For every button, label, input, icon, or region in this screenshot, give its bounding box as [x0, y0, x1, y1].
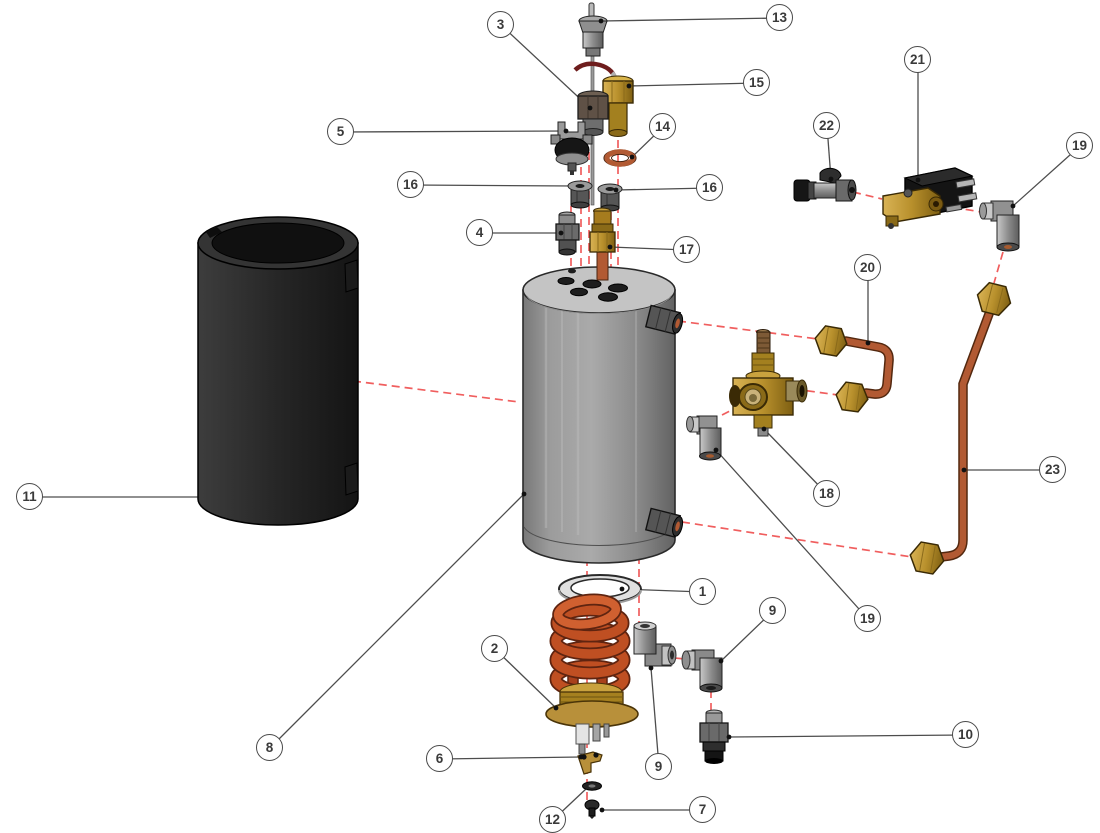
callout-16-left[interactable]: 16 — [397, 171, 424, 198]
callout-19-upper[interactable]: 19 — [1066, 132, 1093, 159]
flare-nut-bottom — [909, 541, 945, 575]
compression-fitting-right — [597, 183, 623, 212]
boiler-port-lower — [644, 507, 684, 538]
callout-11[interactable]: 11 — [16, 483, 43, 510]
callout-12[interactable]: 12 — [539, 806, 566, 833]
small-washer — [582, 781, 602, 791]
callout-10[interactable]: 10 — [952, 721, 979, 748]
callout-21[interactable]: 21 — [904, 46, 931, 73]
callout-13[interactable]: 13 — [766, 4, 793, 31]
callout-16-right[interactable]: 16 — [696, 174, 723, 201]
elbow-fitting-upper-19 — [979, 200, 1020, 252]
temperature-sensor — [573, 61, 634, 137]
flare-nut-top — [976, 281, 1012, 317]
inlet-fitting — [793, 167, 857, 202]
hex-fitting — [555, 211, 580, 256]
boiler-tank — [522, 266, 684, 564]
flare-nut-upper — [814, 325, 848, 357]
copper-u-pipe — [814, 325, 894, 413]
callout-17[interactable]: 17 — [673, 236, 700, 263]
compression-fitting-left — [567, 180, 593, 209]
boiler-port-upper — [644, 304, 684, 335]
screw — [584, 799, 600, 819]
leader-end-dots — [521, 18, 1016, 813]
callout-22[interactable]: 22 — [813, 112, 840, 139]
heating-element — [545, 593, 639, 755]
callout-8[interactable]: 8 — [256, 734, 283, 761]
thermostat — [550, 121, 593, 175]
solenoid-valve — [882, 167, 978, 229]
callout-4[interactable]: 4 — [466, 219, 493, 246]
elbow-fitting-mid-19 — [686, 415, 722, 461]
callout-9-upper[interactable]: 9 — [759, 597, 786, 624]
callout-3[interactable]: 3 — [487, 11, 514, 38]
copper-long-pipe — [909, 281, 1012, 575]
elbow-fitting-a — [633, 621, 677, 667]
callout-5[interactable]: 5 — [327, 118, 354, 145]
flare-nut-lower — [835, 381, 869, 413]
boiler-gasket — [558, 574, 642, 605]
callout-23[interactable]: 23 — [1039, 456, 1066, 483]
callout-7[interactable]: 7 — [689, 796, 716, 823]
callout-1[interactable]: 1 — [689, 578, 716, 605]
callout-15[interactable]: 15 — [743, 69, 770, 96]
callout-6[interactable]: 6 — [426, 745, 453, 772]
insulation-sleeve — [197, 216, 359, 526]
elbow-fitting-b — [681, 649, 723, 693]
callout-19-lower[interactable]: 19 — [854, 605, 881, 632]
probe-holder-fitting — [577, 90, 609, 136]
expansion-valve — [729, 329, 808, 437]
callout-9-lower[interactable]: 9 — [645, 753, 672, 780]
callout-14[interactable]: 14 — [649, 113, 676, 140]
callout-18[interactable]: 18 — [813, 480, 840, 507]
callout-20[interactable]: 20 — [854, 254, 881, 281]
straight-fitting — [699, 709, 729, 764]
callout-2[interactable]: 2 — [481, 635, 508, 662]
